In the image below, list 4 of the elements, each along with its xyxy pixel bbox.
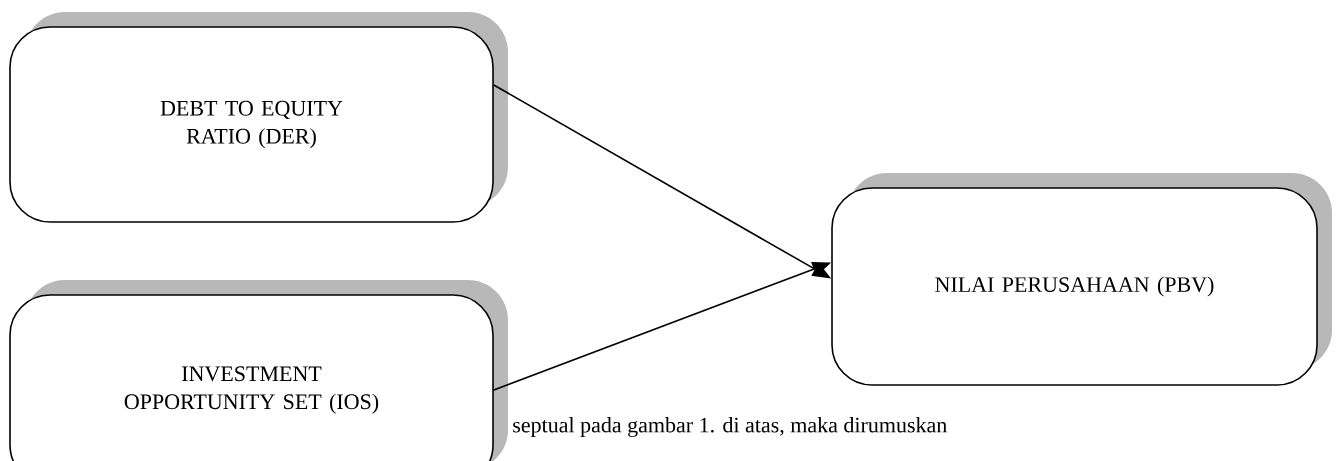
process-box: DEBT TO EQUITY RATIO (DER) — [9, 12, 508, 223]
process-box: NILAI PERUSAHAAN (PBV) — [831, 173, 1332, 386]
process-box: INVESTMENT OPPORTUNITY SET (IOS) — [9, 280, 508, 461]
note-text: septual pada gambar 1. di atas, maka dirumuskan — [513, 417, 947, 437]
